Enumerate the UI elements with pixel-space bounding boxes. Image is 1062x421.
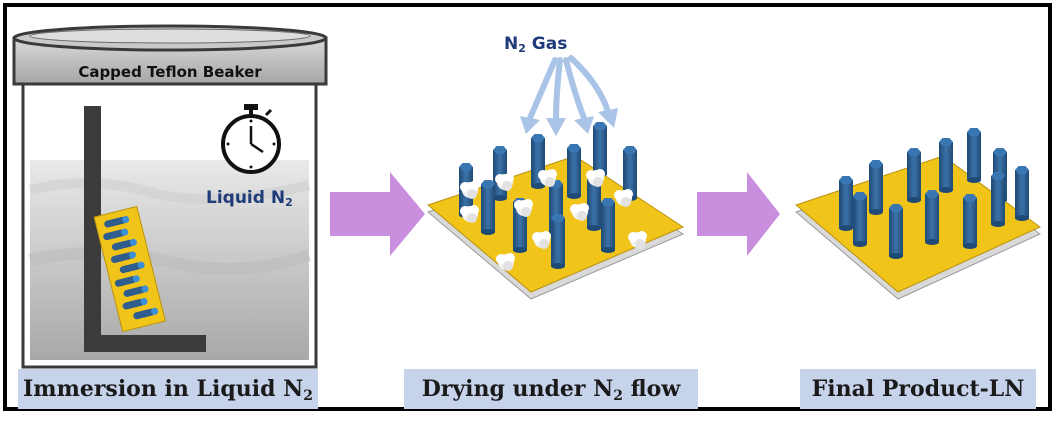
caption-final: Final Product-LN [800,369,1036,409]
immersed-sample [93,205,166,333]
process-arrow-icon [697,172,780,256]
caption-immersion: Immersion in Liquid N2 [18,369,318,409]
drying-substrate [426,122,685,300]
teflon-beaker [12,24,328,369]
final-substrate [795,128,1041,300]
stopwatch-icon [221,104,281,174]
beaker-label: Capped Teflon Beaker [78,63,262,81]
caption-drying: Drying under N2 flow [404,369,698,409]
gas-label: N2 Gas [504,34,568,55]
process-arrow-icon [330,172,425,256]
liquid-nitrogen-label: Liquid N2 [206,188,293,209]
beaker-lid [12,24,328,86]
gas-arrow-icon [527,55,611,123]
sample-holder [84,106,206,352]
